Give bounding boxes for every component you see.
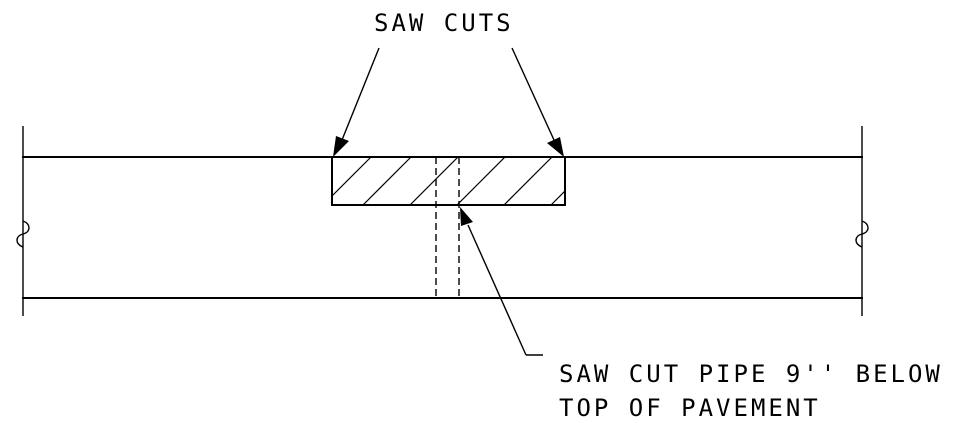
- pipe-note-line-1: SAW CUT PIPE 9'' BELOW: [559, 360, 943, 388]
- hatch-line: [409, 157, 459, 205]
- hatch-line: [362, 157, 412, 205]
- saw-cut-leader-right: [511, 47, 555, 141]
- hatch-line: [332, 157, 372, 197]
- hatch-line: [456, 157, 506, 205]
- pipe-note-arrowhead: [460, 207, 473, 226]
- left-break-symbol: [16, 220, 30, 248]
- pipe-note-leader: [467, 224, 527, 356]
- saw-cut-arrowhead-left: [333, 136, 349, 157]
- saw-cut-leader-left: [341, 47, 380, 141]
- right-break-symbol: [855, 220, 869, 248]
- saw-cut-arrowhead-right: [547, 137, 564, 157]
- pipe-note-line-2: TOP OF PAVEMENT: [559, 394, 821, 422]
- saw-cuts-label: SAW CUTS: [374, 9, 514, 37]
- saw-cut-patch: [331, 156, 566, 206]
- hatch-line: [550, 190, 565, 205]
- hatch-line: [503, 157, 553, 205]
- patch-hatching: [332, 157, 565, 205]
